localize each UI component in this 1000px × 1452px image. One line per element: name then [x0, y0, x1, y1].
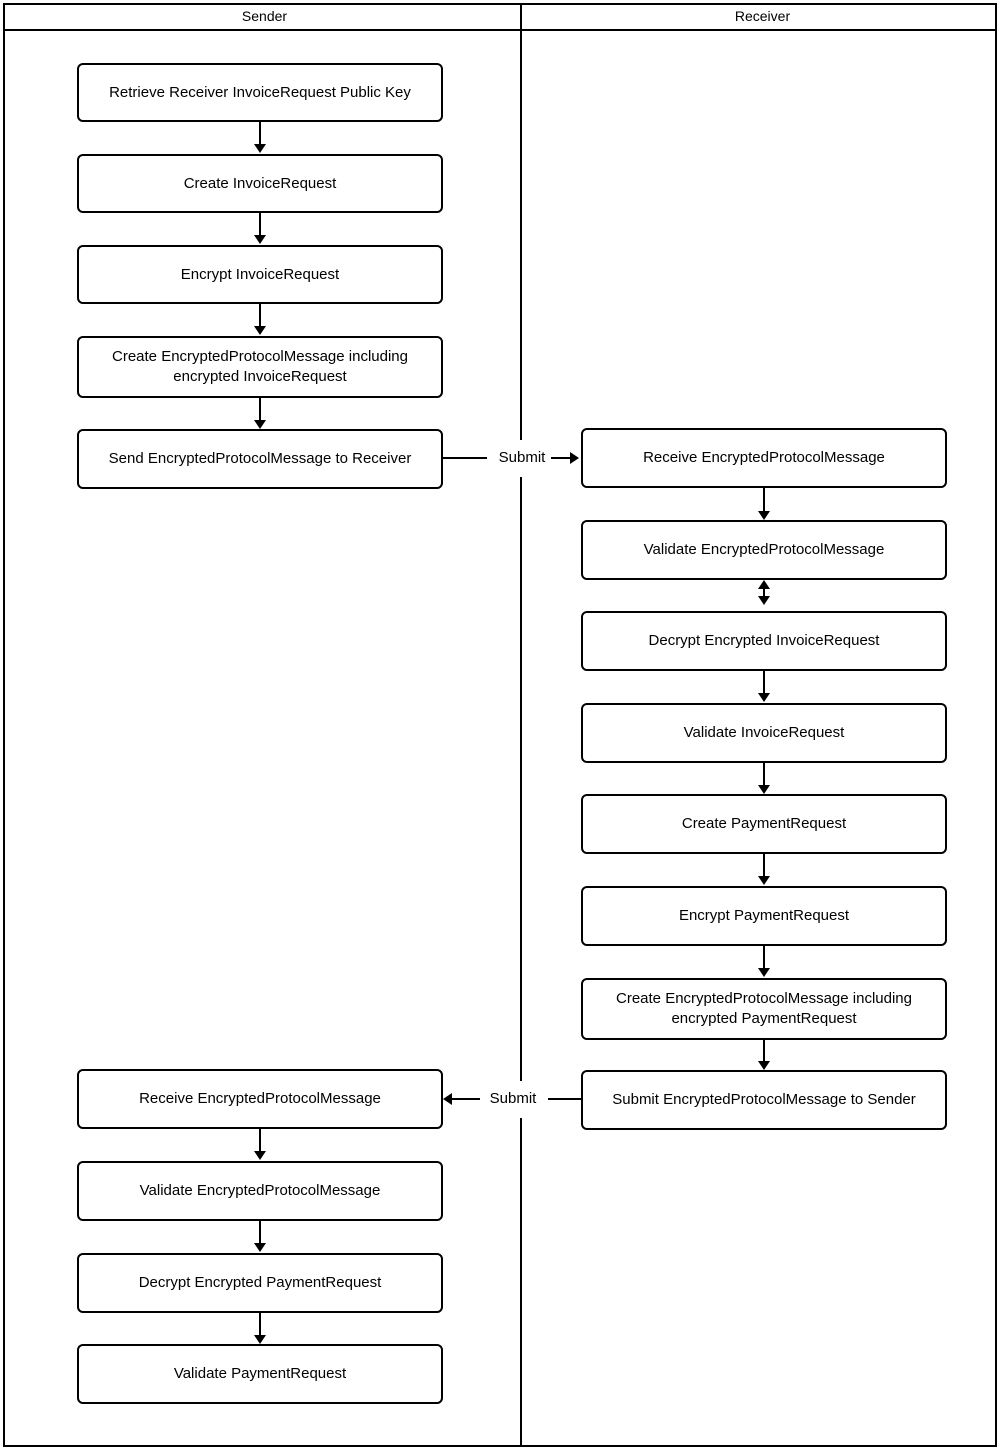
node-label: Decrypt Encrypted PaymentRequest [138, 1274, 382, 1291]
node-label: Create PaymentRequest [681, 815, 847, 832]
connector-s7-s8 [259, 1221, 261, 1244]
arrowhead-down-s7-s8 [254, 1243, 266, 1252]
connector-s3-s4 [259, 304, 261, 327]
node-encrypt-invoicerequest[interactable]: Encrypt InvoiceRequest [77, 245, 443, 304]
node-label: Encrypt InvoiceRequest [180, 265, 340, 283]
node-encrypt-paymentrequest[interactable]: Encrypt PaymentRequest [581, 886, 947, 946]
node-label: Submit EncryptedProtocolMessage to Sende… [612, 1091, 916, 1108]
node-label: Validate PaymentRequest [173, 1365, 347, 1382]
connector-r1-r2 [763, 488, 765, 512]
node-submit-encryptedprotocolmessage-to-sender[interactable]: Submit EncryptedProtocolMessage to Sende… [581, 1070, 947, 1130]
node-create-encryptedprotocolmessage-paymentrequest[interactable]: Create EncryptedProtocolMessage includin… [581, 978, 947, 1040]
node-label: Validate EncryptedProtocolMessage [139, 1182, 381, 1199]
node-create-encryptedprotocolmessage-invoicerequest[interactable]: Create EncryptedProtocolMessage includin… [77, 336, 443, 398]
arrowhead-down-r5-r6 [758, 876, 770, 885]
node-retrieve-receiver-invoicerequest-public-key[interactable]: Retrieve Receiver InvoiceRequest Public … [77, 63, 443, 122]
node-label: Receive EncryptedProtocolMessage [139, 1090, 381, 1107]
connector-s6-s7 [259, 1129, 261, 1152]
arrowhead-down-r3-r4 [758, 693, 770, 702]
node-decrypt-encrypted-invoicerequest[interactable]: Decrypt Encrypted InvoiceRequest [581, 611, 947, 671]
arrowhead-down-s8-s9 [254, 1335, 266, 1344]
connector-s2-s3 [259, 213, 261, 236]
lane-divider-segment-bottom [520, 1118, 522, 1447]
node-label: Create EncryptedProtocolMessage includin… [616, 990, 912, 1027]
connector-s1-s2 [259, 122, 261, 145]
node-label: Create InvoiceRequest [183, 174, 337, 192]
connector-r6-r7 [763, 946, 765, 969]
node-validate-paymentrequest[interactable]: Validate PaymentRequest [77, 1344, 443, 1404]
arrowhead-down-s2-s3 [254, 235, 266, 244]
arrowhead-down-s4-s5 [254, 420, 266, 429]
arrowhead-down-r4-r5 [758, 785, 770, 794]
connector-r7-r8 [763, 1040, 765, 1062]
connector-submit-to-receiver-right [551, 457, 572, 459]
arrowhead-down-r6-r7 [758, 968, 770, 977]
arrowhead-down-r1-r2 [758, 511, 770, 520]
arrowhead-down-r7-r8 [758, 1061, 770, 1070]
lane-divider-segment-middle [520, 477, 522, 1081]
connector-s8-s9 [259, 1313, 261, 1336]
connector-r4-r5 [763, 763, 765, 786]
connector-r3-r4 [763, 671, 765, 694]
node-validate-encryptedprotocolmessage-receiver[interactable]: Validate EncryptedProtocolMessage [581, 520, 947, 580]
node-label: Create EncryptedProtocolMessage includin… [112, 348, 408, 385]
node-validate-invoicerequest[interactable]: Validate InvoiceRequest [581, 703, 947, 763]
node-label: Send EncryptedProtocolMessage to Receive… [108, 450, 412, 467]
arrowhead-left-submit-to-sender [443, 1093, 452, 1105]
arrowhead-down-s3-s4 [254, 326, 266, 335]
lane-header-receiver: Receiver [734, 8, 791, 24]
connector-r2-r3 [763, 586, 765, 598]
node-label: Receive EncryptedProtocolMessage [643, 449, 885, 466]
connector-submit-to-sender-left [452, 1098, 480, 1100]
node-send-encryptedprotocolmessage-to-receiver[interactable]: Send EncryptedProtocolMessage to Receive… [77, 429, 443, 489]
node-receive-encryptedprotocolmessage-sender[interactable]: Receive EncryptedProtocolMessage [77, 1069, 443, 1129]
node-label: Decrypt Encrypted InvoiceRequest [648, 632, 880, 649]
arrowhead-up-r2-r3 [758, 580, 770, 589]
connector-submit-to-sender-right [543, 1098, 581, 1100]
node-label: Validate InvoiceRequest [683, 724, 845, 741]
edge-label-submit-to-receiver: Submit [487, 449, 557, 467]
node-receive-encryptedprotocolmessage-receiver[interactable]: Receive EncryptedProtocolMessage [581, 428, 947, 488]
connector-submit-to-receiver-left [443, 457, 487, 459]
arrowhead-down-r2-r3 [758, 596, 770, 605]
lane-header-sender: Sender [241, 8, 288, 24]
connector-r5-r6 [763, 854, 765, 877]
connector-s4-s5 [259, 398, 261, 421]
node-label: Encrypt PaymentRequest [678, 907, 850, 924]
node-label: Validate EncryptedProtocolMessage [643, 541, 885, 558]
lane-header-band: Sender Receiver [3, 3, 997, 31]
node-validate-encryptedprotocolmessage-sender[interactable]: Validate EncryptedProtocolMessage [77, 1161, 443, 1221]
edge-label-submit-to-sender: Submit [478, 1090, 548, 1108]
node-decrypt-encrypted-paymentrequest[interactable]: Decrypt Encrypted PaymentRequest [77, 1253, 443, 1313]
arrowhead-down-s1-s2 [254, 144, 266, 153]
node-create-invoicerequest[interactable]: Create InvoiceRequest [77, 154, 443, 213]
node-create-paymentrequest[interactable]: Create PaymentRequest [581, 794, 947, 854]
lane-divider-segment-top [520, 3, 522, 440]
arrowhead-down-s6-s7 [254, 1151, 266, 1160]
node-label: Retrieve Receiver InvoiceRequest Public … [109, 83, 411, 101]
arrowhead-right-submit-to-receiver [570, 452, 579, 464]
